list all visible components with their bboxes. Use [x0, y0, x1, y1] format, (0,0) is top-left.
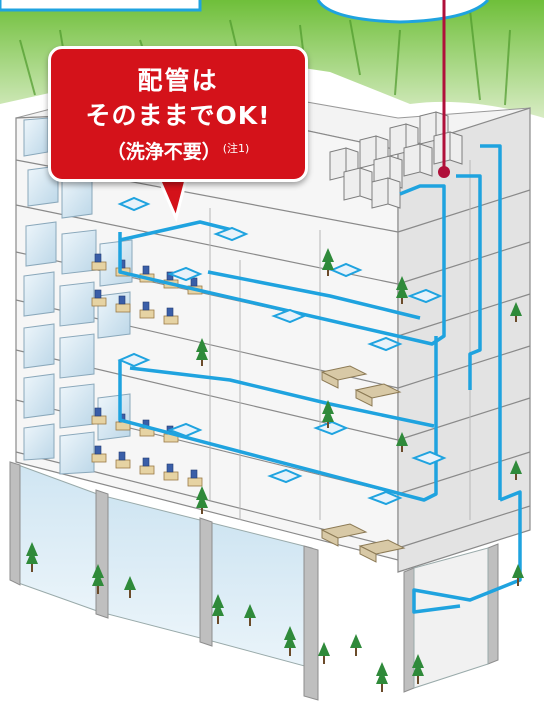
indoor-unit-icon	[117, 196, 447, 506]
signal-cable	[438, 0, 450, 178]
refrigerant-pipes	[118, 144, 522, 614]
tree-icon	[26, 248, 524, 692]
callout-line-3-text: （洗浄不要）	[106, 141, 221, 163]
sofa-icon	[320, 365, 406, 563]
callout-line-1: 配管は	[137, 66, 219, 95]
callout-box: 配管は そのままでOK! （洗浄不要）(注1)	[48, 46, 308, 182]
callout-line-3: （洗浄不要）(注1)	[51, 137, 305, 164]
frame-edge	[0, 0, 202, 12]
callout-line-2: そのままでOK!	[85, 101, 271, 130]
ground-floor	[9, 461, 499, 701]
outdoor-unit-icon	[329, 111, 463, 209]
callout-note: (注1)	[222, 142, 250, 155]
